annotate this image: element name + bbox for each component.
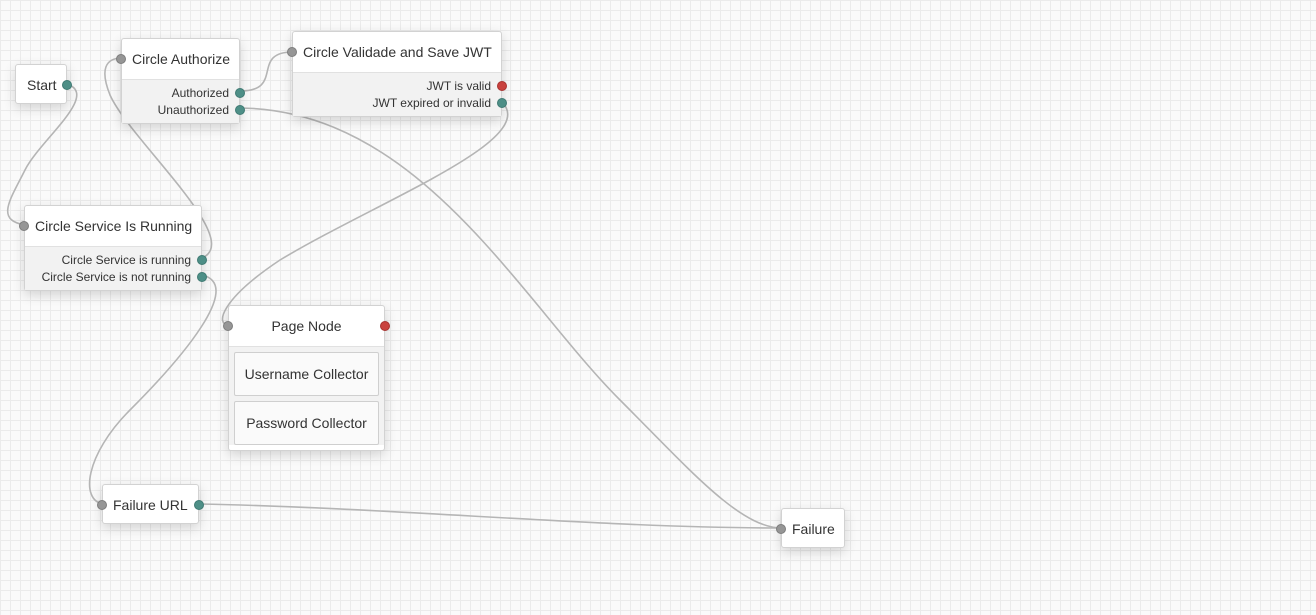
failure-url-input-port[interactable]: [97, 500, 107, 510]
node-failure-url[interactable]: Failure URL: [97, 484, 204, 524]
link-authorized-to-circle-validate[interactable]: [239, 51, 294, 92]
service-running-output-port[interactable]: [197, 255, 207, 265]
outcome-label: Unauthorized: [157, 103, 229, 117]
node-title: Start: [27, 77, 57, 93]
start-output-port[interactable]: [62, 80, 72, 90]
link-start-to-circle-service[interactable]: [6, 83, 78, 226]
outcome-label: JWT is valid: [426, 79, 491, 93]
page-node-input-port[interactable]: [223, 321, 233, 331]
node-circle-service-running[interactable]: Circle Service Is Running Circle Service…: [19, 205, 207, 291]
jwt-valid-output-port[interactable]: [497, 81, 507, 91]
node-title: Circle Validade and Save JWT: [303, 44, 492, 60]
outcome-label: JWT expired or invalid: [372, 96, 492, 110]
link-service-not-running-to-failure-url[interactable]: [88, 274, 217, 505]
circle-authorize-input-port[interactable]: [116, 54, 126, 64]
node-circle-validate-save-jwt[interactable]: Circle Validade and Save JWT JWT is vali…: [287, 31, 507, 117]
link-failure-url-to-failure[interactable]: [198, 503, 783, 529]
node-failure[interactable]: Failure: [776, 508, 845, 548]
circle-validate-input-port[interactable]: [287, 47, 297, 57]
failure-url-output-port[interactable]: [194, 500, 204, 510]
circle-service-input-port[interactable]: [19, 221, 29, 231]
failure-input-port[interactable]: [776, 524, 786, 534]
node-page-node[interactable]: Page Node Username Collector Password Co…: [223, 305, 390, 451]
node-title: Failure URL: [113, 497, 188, 513]
outcome-label: Circle Service is not running: [41, 270, 191, 284]
authorized-output-port[interactable]: [235, 88, 245, 98]
node-circle-authorize[interactable]: Circle Authorize Authorized Unauthorized: [116, 38, 245, 124]
jwt-invalid-output-port[interactable]: [497, 98, 507, 108]
service-not-running-output-port[interactable]: [197, 272, 207, 282]
node-title: Failure: [792, 521, 835, 537]
node-title: Circle Service Is Running: [35, 218, 193, 234]
outcome-label: Authorized: [171, 86, 229, 100]
password-collector[interactable]: Password Collector: [234, 401, 379, 445]
unauthorized-output-port[interactable]: [235, 105, 245, 115]
username-collector[interactable]: Username Collector: [234, 352, 379, 396]
page-node-output-port[interactable]: [380, 321, 390, 331]
link-jwt-invalid-to-page-node[interactable]: [221, 101, 509, 326]
node-title: Page Node: [271, 318, 342, 334]
node-title: Circle Authorize: [132, 51, 231, 67]
node-start[interactable]: Start: [15, 64, 72, 104]
outcome-label: Circle Service is running: [61, 253, 191, 267]
